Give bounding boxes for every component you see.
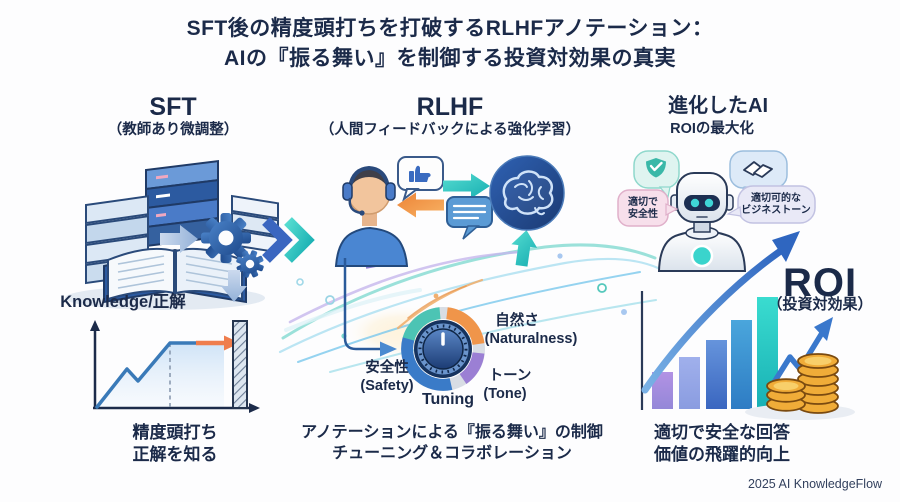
dial-tone-label-en: (Tone) — [483, 386, 527, 402]
robot-bubble-right-line1: 適切可的な — [751, 193, 801, 204]
chat-bubble-icon — [446, 196, 493, 240]
dial-natural-label-jp: 自然さ — [495, 313, 539, 329]
plateau-chart — [90, 320, 260, 413]
feedback-arrow-right-icon — [443, 173, 490, 199]
robot-icon — [657, 172, 747, 272]
books-knowledge-icon — [65, 160, 279, 310]
roi-label: ROI — [782, 261, 858, 305]
feedback-arrow-left-icon — [397, 192, 444, 218]
rlhf-heading: RLHF — [416, 93, 484, 121]
sft-caption-line2: 正解を知る — [132, 445, 218, 464]
connector-to-dial — [343, 258, 397, 357]
arrow-up-teal-icon — [511, 230, 538, 267]
rlhf-caption-line1: アノテーションによる『振る舞い』の制御 — [301, 424, 603, 441]
roi-sublabel: （投資対効果） — [767, 296, 873, 313]
gears-icon — [201, 213, 264, 278]
robot-bubble-right-line2: ビジネストーン — [741, 205, 811, 216]
dial-safety-label-jp: 安全性 — [365, 360, 409, 376]
dial-natural-label-en: (Naturalness) — [484, 331, 578, 347]
roi-bar-chart — [640, 231, 855, 420]
arrow-down-icon — [221, 270, 247, 302]
sft-heading: SFT — [149, 93, 197, 121]
robot-bubble-left-line2: 安全性 — [628, 209, 658, 220]
tone-bubble — [726, 185, 816, 224]
annotator-person-icon — [334, 165, 409, 267]
dial-tuning-label: Tuning — [421, 391, 475, 408]
sft-caption-line1: 精度頭打ち — [132, 423, 218, 442]
plateau-wall-icon — [232, 320, 248, 409]
brain-icon — [489, 155, 565, 231]
growth-arrow-icon — [641, 231, 800, 394]
tuning-dial-icon — [401, 307, 485, 391]
page-title-line1: SFT後の精度頭打ちを打破するRLHFアノテーション： — [186, 17, 714, 40]
sft-subheading: （教師あり微調整） — [107, 122, 239, 138]
arrow-right-icon — [160, 225, 198, 253]
chevron-right-icon — [262, 217, 315, 263]
rlhf-subheading: （人間フィードバックによる強化学習） — [319, 122, 581, 138]
ai-heading: 進化したAI — [668, 95, 768, 117]
dial-tone-label-jp: トーン — [488, 368, 532, 384]
ai-subheading: ROIの最大化 — [670, 121, 754, 137]
rlhf-caption-line2: チューニング＆コラボレーション — [332, 445, 572, 462]
robot-bubble-left-line1: 適切で — [628, 197, 658, 208]
ai-caption-line2: 価値の飛躍的向上 — [654, 445, 790, 464]
page-title-line2: AIの『振る舞い』を制御する投資対効果の真実 — [224, 47, 676, 70]
ai-caption-line1: 適切で安全な回答 — [654, 423, 790, 442]
coins-icon — [745, 353, 855, 420]
zigzag-arrow-icon — [770, 317, 833, 387]
knowledge-label: Knowledge/正解 — [60, 293, 186, 311]
shield-check-bubble-icon — [633, 150, 680, 199]
dial-safety-label-en: (Safety) — [360, 378, 414, 394]
footer-credit: 2025 AI KnowledgeFlow — [747, 477, 883, 491]
safety-bubble — [617, 189, 679, 227]
thumbs-up-bubble-icon — [397, 156, 444, 202]
